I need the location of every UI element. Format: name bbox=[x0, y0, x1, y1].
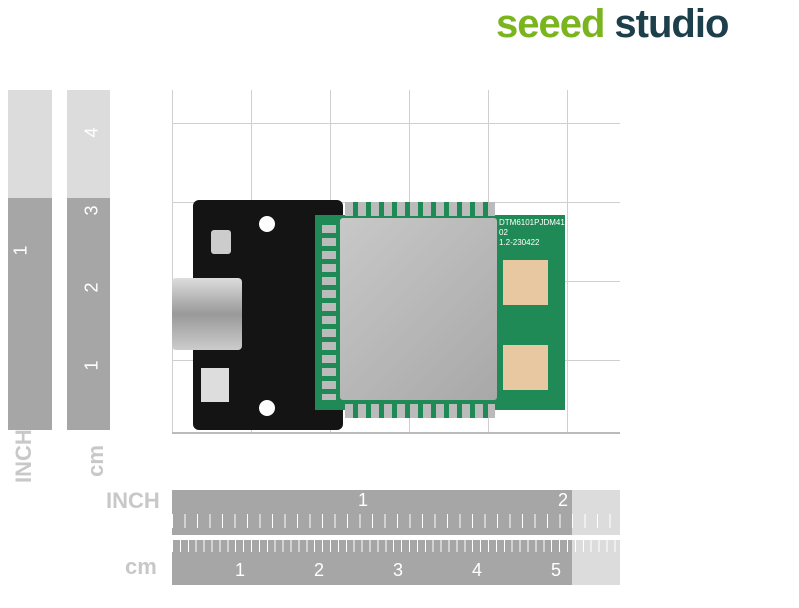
vertical-inch-ruler: 1 bbox=[8, 90, 52, 430]
module-label: 1.2-230422 bbox=[499, 238, 540, 247]
module-label: DTM6101PJDM41 bbox=[499, 218, 565, 227]
button bbox=[211, 230, 231, 254]
metal-shield bbox=[340, 218, 497, 400]
mount-hole bbox=[259, 216, 275, 232]
horizontal-cm-ruler: 1 2 3 4 5 bbox=[172, 540, 620, 585]
horizontal-inch-ruler: 1 2 bbox=[172, 490, 620, 535]
antenna bbox=[503, 260, 548, 305]
cm-label: cm bbox=[125, 554, 157, 579]
pins-bottom bbox=[345, 404, 495, 418]
vertical-cm-ruler: 4 3 2 1 bbox=[67, 90, 110, 430]
usb-c-connector bbox=[172, 278, 242, 350]
antenna bbox=[503, 345, 548, 390]
mount-hole bbox=[259, 400, 275, 416]
pins-left bbox=[322, 225, 336, 400]
module-label-block: DTM6101PJDM41 02 1.2-230422 bbox=[499, 218, 565, 248]
inch-label-vertical: INCH bbox=[11, 429, 36, 483]
ruler-ticks bbox=[172, 540, 620, 552]
inch-label: INCH bbox=[106, 488, 160, 513]
module-label: 02 bbox=[499, 228, 508, 237]
pins-top bbox=[345, 202, 495, 216]
ruler-ticks bbox=[172, 514, 620, 528]
cm-label-vertical: cm bbox=[82, 445, 108, 477]
led bbox=[201, 368, 229, 402]
